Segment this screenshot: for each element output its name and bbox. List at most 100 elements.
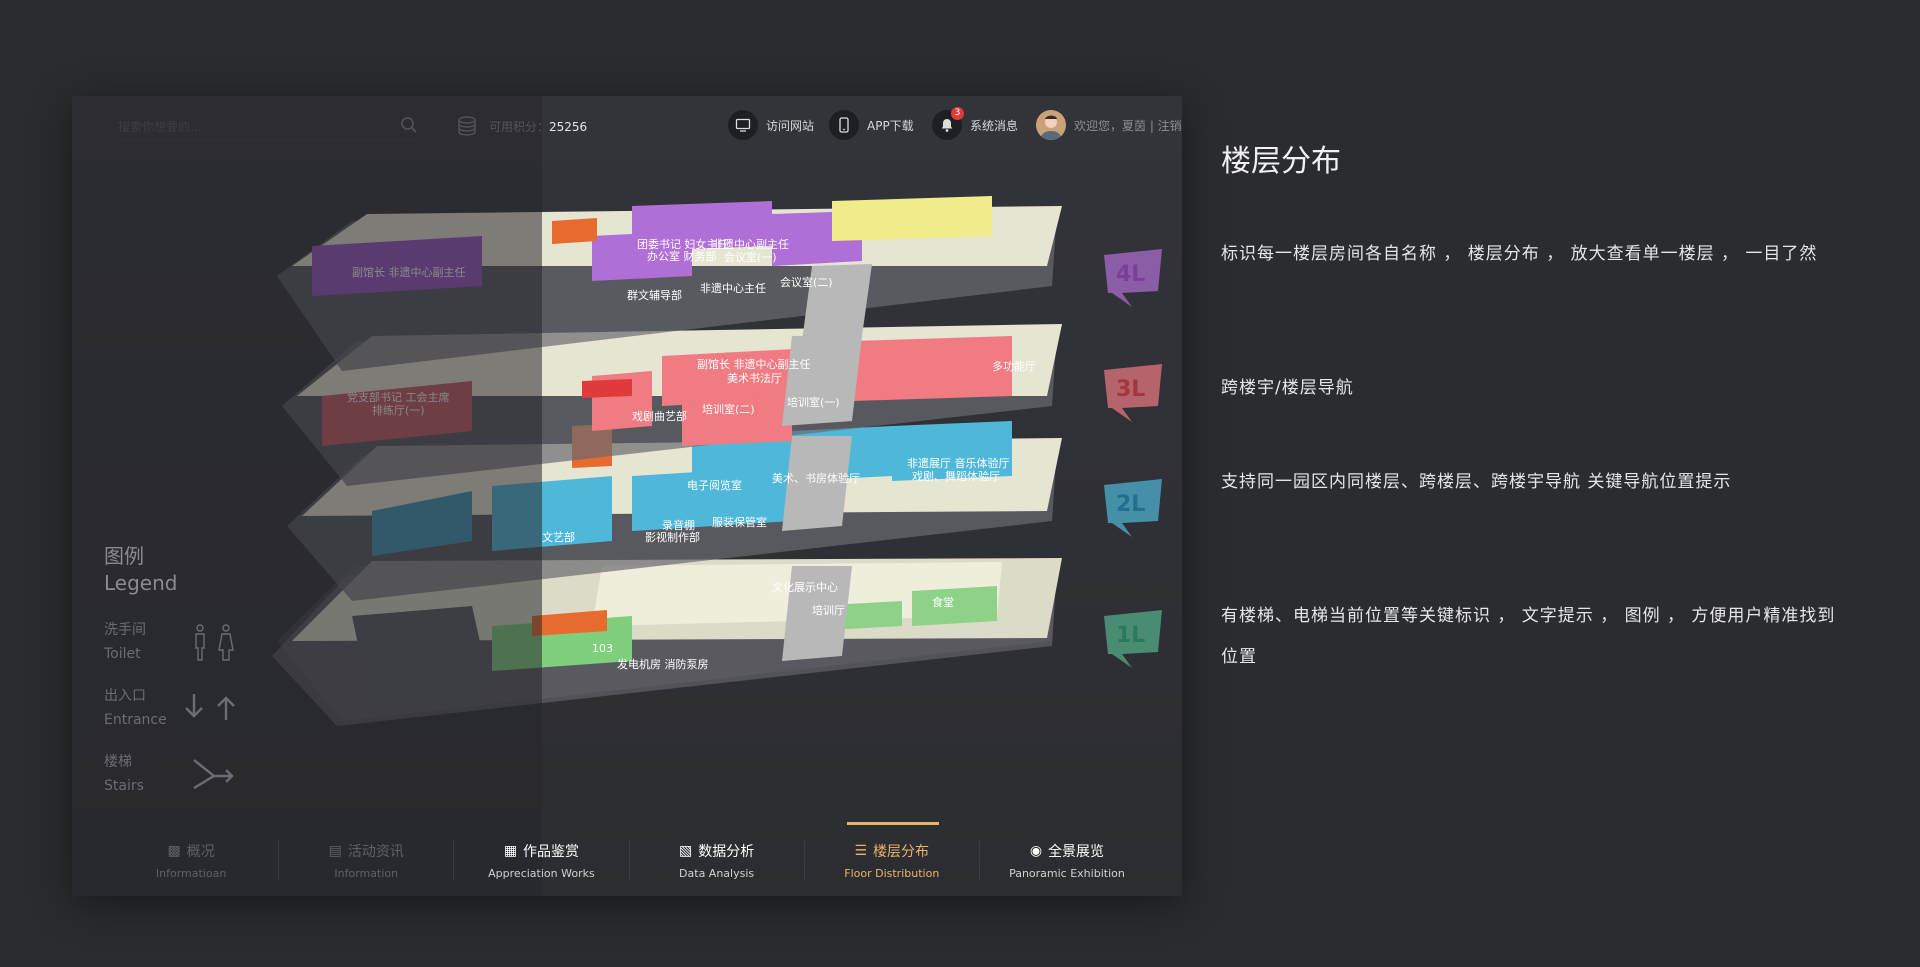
message-count-badge: 3 [951, 107, 964, 120]
room-label: 团委书记 妇女主任 [637, 237, 729, 251]
legend-stairs-cn: 楼梯 [104, 754, 132, 770]
room-label: 副馆长 非遗中心副主任 [697, 357, 811, 371]
legend-title-cn: 图例 [104, 544, 144, 568]
room-label: 戏剧、舞蹈体验厅 [912, 469, 1000, 483]
gallery-icon: ▦ [503, 842, 518, 859]
nav-floor-distribution[interactable]: ☰ 楼层分布 Floor Distribution [805, 822, 979, 898]
avatar[interactable] [1036, 110, 1066, 140]
phone-icon [829, 110, 859, 140]
briefcase-icon: ▩ [167, 842, 181, 859]
bottom-nav: ▩ 概况 Informatioan ▤ 活动资讯 Information ▦ 作品鉴赏… [104, 822, 1154, 898]
room-label: 电子阅览室 [687, 478, 742, 492]
floor-1l-badge-label: 1L [1116, 623, 1145, 648]
nav-overview[interactable]: ▩ 概况 Informatioan [104, 822, 278, 898]
room-label: 会议室(一) [724, 250, 777, 264]
nav-data-analysis-en: Data Analysis [679, 866, 755, 880]
room-label: 食堂 [932, 595, 954, 609]
room-label: 排练厅(一) [372, 403, 425, 417]
system-messages-button[interactable]: 3 系统消息 [932, 107, 1019, 140]
entrance-arrows-icon [185, 694, 235, 720]
room-label: 多功能厅 [992, 359, 1036, 373]
room-label: 录音棚 [662, 518, 695, 532]
room-label: 影视制作部 [645, 530, 700, 544]
system-messages-label: 系统消息 [970, 118, 1019, 133]
legend-entrance-en: Entrance [104, 712, 167, 728]
welcome-text[interactable]: 欢迎您，夏茵 | 注销 [1074, 118, 1182, 133]
legend-entrance-cn: 出入口 [104, 688, 146, 704]
floor-4l-badge-label: 4L [1116, 262, 1145, 287]
bell-icon: 3 [932, 107, 964, 140]
floor-4l-badge[interactable]: 4L [1102, 247, 1168, 309]
nav-overview-en: Informatioan [155, 866, 227, 880]
nav-data-analysis[interactable]: ▧ 数据分析 Data Analysis [630, 822, 804, 898]
room-label: 服装保管室 [712, 515, 767, 529]
nav-activities-en: Information [334, 866, 399, 880]
nav-panorama[interactable]: ◉ 全景展览 Panoramic Exhibition [980, 822, 1154, 898]
app-download-label: APP下载 [867, 118, 914, 133]
room-label: 103 [592, 642, 613, 655]
description-3: 支持同一园区内同楼层、跨楼层、跨楼宇导航 关键导航位置提示 [1221, 472, 1732, 492]
vr-goggles-icon: ◉ [1029, 842, 1043, 859]
nav-activities[interactable]: ▤ 活动资讯 Information [279, 822, 453, 898]
legend-stairs-en: Stairs [104, 778, 144, 794]
legend-toilet-cn: 洗手间 [104, 622, 146, 638]
floor-2l-badge-label: 2L [1116, 492, 1145, 517]
nav-works[interactable]: ▦ 作品鉴赏 Appreciation Works [454, 822, 628, 898]
room-label: 培训厅 [812, 603, 845, 617]
app-download-button[interactable]: APP下载 [829, 110, 914, 140]
room-label: 非遗中心副主任 [712, 237, 789, 251]
visit-site-label: 访问网站 [766, 118, 815, 133]
room-label: 发电机房 消防泵房 [617, 657, 709, 671]
description-4: 有楼梯、电梯当前位置等关键标识 ， 文字提示 ， 图例 ， 方便用户精准找到位置 [1221, 606, 1836, 667]
nav-divider [628, 840, 630, 880]
room-label: 非遗中心主任 [700, 281, 766, 295]
nav-divider [453, 840, 455, 880]
room-label: 办公室 财务部 [647, 249, 717, 263]
room-label: 副馆长 非遗中心副主任 [352, 265, 466, 279]
user-menu[interactable]: 欢迎您，夏茵 | 注销 [1036, 110, 1182, 140]
legend-item-stairs: 楼梯 Stairs [104, 750, 264, 798]
floor-2l-badge[interactable]: 2L [1102, 477, 1168, 539]
floor-3l-badge-label: 3L [1116, 377, 1145, 402]
legend: 图例 Legend 洗手间 Toilet 出入口 Entrance 楼梯 Sta… [104, 540, 235, 794]
nav-overview-cn: 概况 [186, 843, 215, 860]
room-label: 美术书法厅 [727, 371, 782, 385]
nav-works-en: Appreciation Works [488, 866, 595, 880]
room-label: 会议室(二) [780, 275, 833, 289]
description-1: 标识每一楼层房间各自名称 ， 楼层分布 ， 放大查看单一楼层 ， 一目了然 [1221, 244, 1818, 264]
room-label: 戏剧曲艺部 [632, 409, 687, 423]
room-label: 群文辅导部 [627, 288, 682, 302]
nav-panorama-cn: 全景展览 [1048, 843, 1105, 860]
section-title: 楼层分布 [1221, 144, 1341, 179]
nav-data-analysis-cn: 数据分析 [698, 843, 755, 860]
visit-site-button[interactable]: 访问网站 [728, 110, 814, 140]
nav-works-cn: 作品鉴赏 [523, 843, 580, 860]
stairs-icon [193, 759, 234, 790]
nav-divider [278, 840, 280, 880]
room-label: 培训室(二) [702, 402, 755, 416]
room-label: 非遗展厅 音乐体验厅 [907, 456, 1010, 470]
legend-title-en: Legend [104, 571, 178, 595]
room-label: 美术、书房体验厅 [772, 471, 860, 485]
legend-item-entrance: 出入口 Entrance [104, 684, 264, 732]
description-2: 跨楼宇/楼层导航 [1221, 378, 1354, 398]
bar-chart-icon: ▧ [678, 842, 693, 859]
room-label: 文艺部 [542, 530, 575, 544]
nav-divider [803, 840, 805, 880]
toilet-icon [195, 624, 234, 661]
legend-toilet-en: Toilet [104, 646, 141, 662]
room-label: 党支部书记 工会主席 [347, 390, 450, 404]
nav-floor-distribution-cn: 楼层分布 [873, 843, 930, 860]
points-value: 25256 [549, 119, 588, 134]
nav-divider [978, 840, 980, 880]
layers-icon: ☰ [854, 842, 868, 859]
floor-1l-badge[interactable]: 1L [1102, 608, 1168, 670]
monitor-icon [728, 110, 758, 140]
nav-activities-cn: 活动资讯 [347, 843, 404, 860]
room-label: 文化展示中心 [772, 580, 838, 594]
legend-item-toilet: 洗手间 Toilet [104, 618, 264, 666]
document-icon: ▤ [328, 842, 342, 859]
floor-3l-badge[interactable]: 3L [1102, 362, 1168, 424]
nav-floor-distribution-en: Floor Distribution [844, 866, 940, 880]
nav-panorama-en: Panoramic Exhibition [1009, 866, 1125, 880]
